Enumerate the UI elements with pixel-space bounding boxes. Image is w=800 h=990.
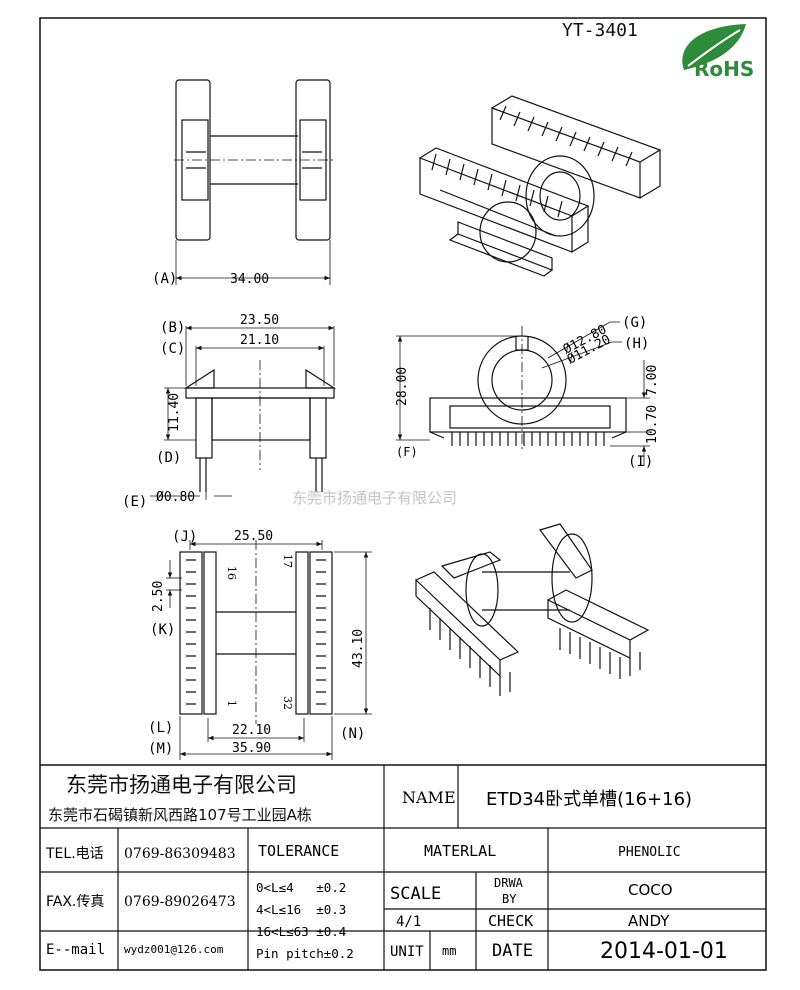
fax-value: 0769-89026473	[124, 894, 236, 910]
label-a: (A)	[152, 271, 177, 287]
dim-d: 11.40	[167, 393, 182, 432]
view-side-left	[150, 325, 337, 500]
view-iso-top	[419, 95, 662, 277]
label-c: (C)	[160, 341, 185, 357]
unit-label: UNIT	[390, 944, 424, 960]
label-i: (I)	[628, 454, 653, 470]
pin-1: 1	[225, 700, 238, 707]
view-top-left	[174, 79, 334, 285]
dim-c: 21.10	[240, 333, 279, 348]
check-value: ANDY	[628, 912, 670, 930]
mail-value: wydz001@126.com	[124, 943, 224, 956]
fax-label: FAX.传真	[46, 894, 104, 910]
watermark: 东莞市扬通电子有限公司	[292, 489, 457, 507]
view-iso-bottom	[415, 523, 650, 696]
label-d: (D)	[156, 450, 181, 466]
tel-label: TEL.电话	[45, 846, 104, 862]
company-name: 东莞市扬通电子有限公司	[66, 773, 297, 797]
tolerance-row-1: 0<L≤4 ±0.2	[256, 880, 346, 895]
date-value: 2014-01-01	[600, 939, 728, 964]
svg-text:RoHS: RoHS	[694, 57, 754, 81]
tolerance-label: TOLERANCE	[258, 842, 339, 860]
rohs-logo: RoHS	[682, 24, 754, 81]
name-value: ETD34卧式单槽(16+16)	[486, 789, 692, 810]
dim-a: 34.00	[230, 272, 269, 287]
label-h: (H)	[624, 336, 649, 352]
pin-17: 17	[281, 554, 294, 568]
check-label: CHECK	[488, 912, 533, 930]
tolerance-row-4: Pin pitch±0.2	[256, 946, 354, 961]
drawn-value: COCO	[628, 881, 673, 899]
dim-n: 43.10	[351, 629, 366, 668]
company-address: 东莞市石碣镇新风西路107号工业园A栋	[48, 806, 312, 824]
mail-label: E--mail	[46, 942, 105, 958]
label-g: (G)	[622, 315, 647, 331]
dim-k: 2.50	[151, 581, 166, 612]
unit-value: mm	[442, 944, 456, 958]
label-f: (F)	[396, 445, 418, 459]
pin-16: 16	[225, 566, 238, 580]
name-label: NAME	[402, 788, 456, 807]
label-b: (B)	[160, 320, 185, 336]
label-k: (K)	[150, 622, 175, 638]
view-side-right	[396, 321, 650, 466]
dim-l: 22.10	[232, 723, 271, 738]
scale-label: SCALE	[390, 884, 441, 904]
title-block-grid	[40, 764, 766, 970]
tolerance-row-2: 4<L≤16 ±0.3	[256, 902, 346, 917]
label-j: (J)	[172, 529, 197, 545]
label-n: (N)	[340, 726, 365, 742]
tel-value: 0769-86309483	[124, 846, 236, 862]
dim-h2: 7.00	[645, 365, 660, 396]
dim-j: 25.50	[234, 529, 273, 544]
dim-b: 23.50	[240, 313, 279, 328]
outer-border	[39, 17, 767, 971]
part-number: YT-3401	[562, 20, 638, 41]
tolerance-row-3: 16<L≤63 ±0.4	[256, 924, 346, 939]
dim-i: 10.70	[645, 405, 660, 444]
dim-f: 28.00	[395, 367, 410, 406]
drawn-label-by: BY	[502, 892, 517, 906]
label-l: (L)	[148, 720, 173, 736]
drawn-label: DRWA	[494, 876, 524, 890]
scale-value: 4/1	[396, 914, 421, 930]
label-m: (M)	[148, 741, 173, 757]
pin-32: 32	[281, 696, 294, 710]
material-value: PHENOLIC	[618, 845, 681, 860]
dim-m: 35.90	[232, 741, 271, 756]
dim-e: Ø0.80	[156, 490, 195, 505]
label-e: (E)	[122, 494, 147, 510]
date-label: DATE	[492, 941, 533, 961]
material-label: MATERLAL	[424, 842, 496, 860]
view-bottom-left	[166, 540, 372, 760]
